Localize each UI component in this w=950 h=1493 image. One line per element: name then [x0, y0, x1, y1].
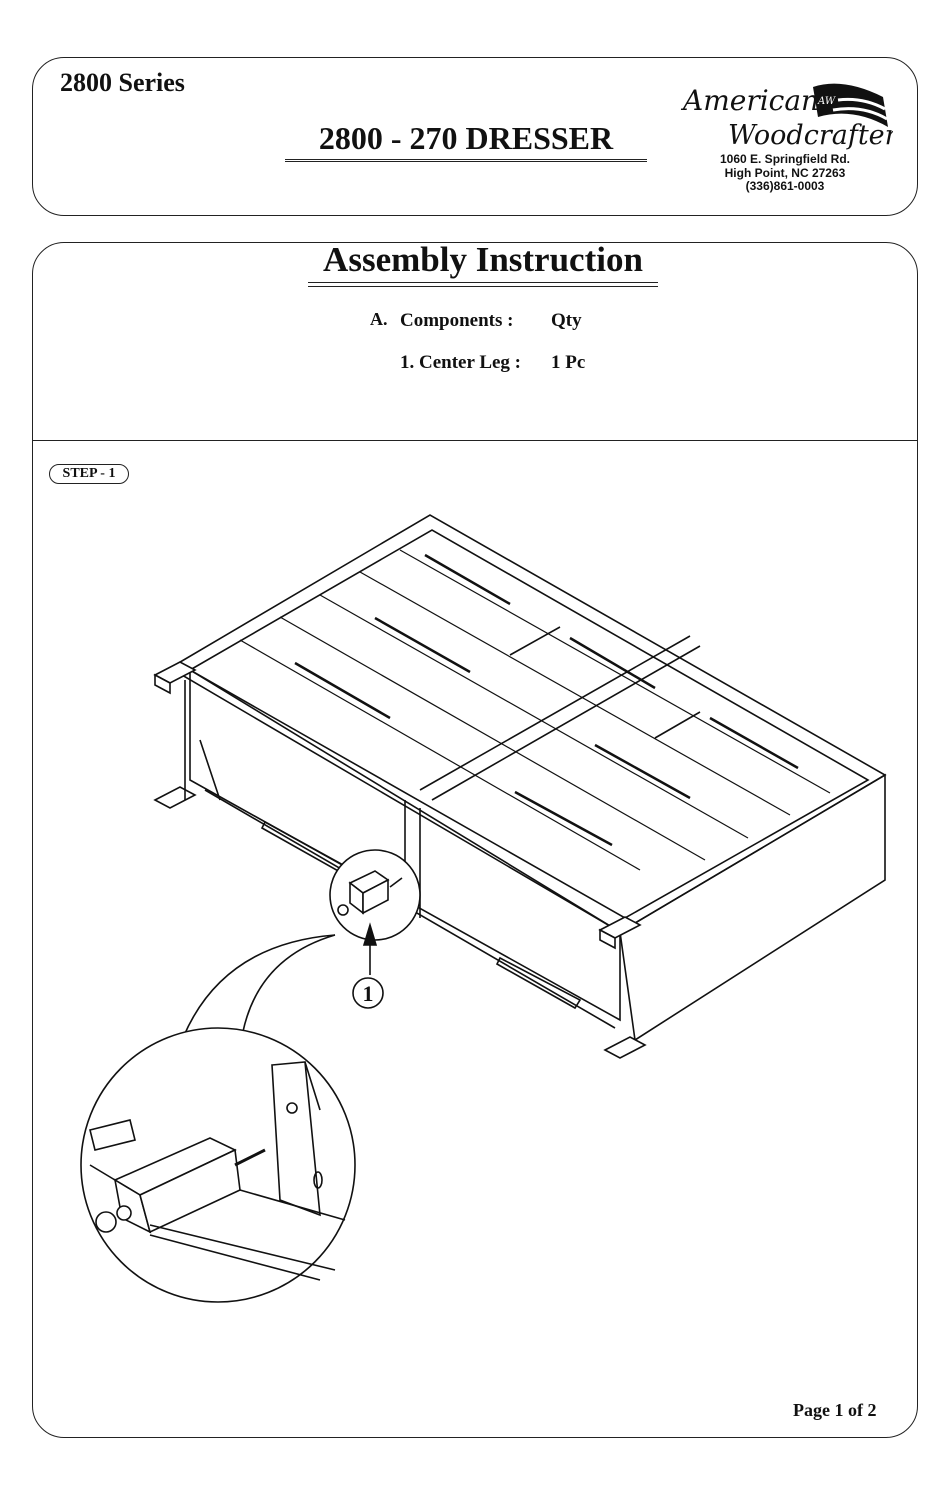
svg-text:AW: AW — [817, 96, 836, 107]
flag-icon: AW — [813, 83, 888, 127]
header-panel — [32, 57, 918, 216]
qty-label: Qty — [551, 310, 582, 331]
callout-number-circle — [352, 977, 384, 1009]
step-badge: STEP - 1 — [49, 464, 129, 484]
address-street: 1060 E. Springfield Rd. — [719, 152, 851, 166]
side-rail — [495, 956, 582, 1010]
company-address: 1060 E. Springfield Rd. High Point, NC 2… — [690, 152, 880, 194]
section-divider — [32, 440, 918, 441]
product-title: 2800 - 270 DRESSER — [285, 120, 647, 160]
assembly-heading: Assembly Instruction — [308, 240, 658, 283]
instructions-panel — [32, 242, 918, 1438]
components-label: Components : — [400, 310, 514, 331]
component-qty: 1 Pc — [551, 352, 586, 373]
heading-underline — [308, 286, 658, 287]
logo-text-american: American — [680, 84, 819, 117]
series-label: 2800 Series — [60, 68, 185, 97]
company-logo: American Woodcrafters AW — [680, 83, 893, 151]
arrow-icon — [362, 922, 378, 975]
section-letter: A. — [370, 309, 388, 329]
address-phone: (336)861-0003 — [745, 179, 825, 193]
page-number: Page 1 of 2 — [793, 1400, 877, 1420]
drawer-pulls — [294, 553, 799, 847]
magnified-center-leg — [89, 1061, 346, 1281]
component-name: 1. Center Leg : — [400, 352, 522, 373]
title-underline — [285, 161, 647, 162]
callout-number: 1 — [363, 981, 374, 1006]
drawer-slats — [239, 549, 831, 871]
dresser-frame — [153, 514, 887, 1059]
logo-text-woodcrafters: Woodcrafters — [728, 120, 893, 151]
address-city: High Point, NC 27263 — [724, 165, 846, 180]
